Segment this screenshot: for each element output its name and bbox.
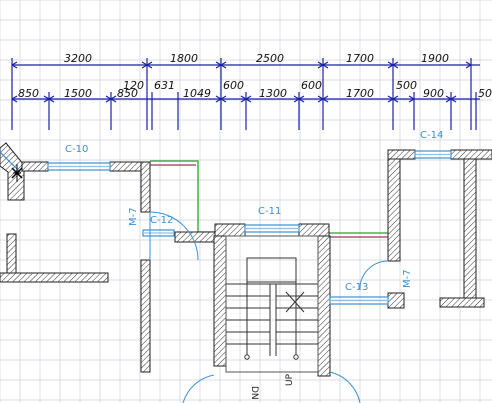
- stair-treads: [225, 235, 319, 373]
- windows: [0, 150, 452, 305]
- dimension-lines: [11, 58, 480, 130]
- stair-up-label: UP: [285, 373, 295, 386]
- dim-row2-text: 500: [396, 79, 417, 92]
- move-cursor-icon: [11, 164, 23, 182]
- dim-row1-text: 2500: [256, 52, 284, 65]
- dim-row2-text: 900: [423, 87, 444, 100]
- property-lines: [150, 160, 391, 238]
- dim-row2-text: 1300: [259, 87, 287, 100]
- dim-row2-text: 850: [117, 87, 138, 100]
- window-label-c11: C-11: [258, 206, 281, 217]
- door-swings: [149, 211, 389, 403]
- dim-row1-text: 1700: [346, 52, 374, 65]
- dim-row2-text: 600: [223, 79, 244, 92]
- dim-row2-text: 120: [123, 79, 144, 92]
- window-label-c13: C-13: [345, 282, 368, 293]
- window-label-c12: C-12: [150, 215, 173, 226]
- dim-row2-text: 1049: [183, 87, 211, 100]
- walls: [0, 142, 492, 377]
- dim-row2-text: 850: [18, 87, 39, 100]
- dim-row2-text: 600: [301, 79, 322, 92]
- window-label-c10: C-10: [65, 144, 88, 155]
- stair-down-label: DN: [249, 386, 259, 400]
- dim-row2-text: 50: [478, 87, 492, 100]
- dim-row2-text: 631: [154, 79, 175, 92]
- door-label-m7-left: M-7: [128, 207, 139, 226]
- dim-row1-text: 1800: [170, 52, 198, 65]
- dim-row1-text: 1900: [421, 52, 449, 65]
- dim-row1-text: 3200: [64, 52, 92, 65]
- dim-row2-text: 1700: [346, 87, 374, 100]
- door-label-m7-right: M-7: [402, 269, 413, 288]
- dim-row2-text: 1500: [64, 87, 92, 100]
- window-label-c14: C-14: [420, 130, 443, 141]
